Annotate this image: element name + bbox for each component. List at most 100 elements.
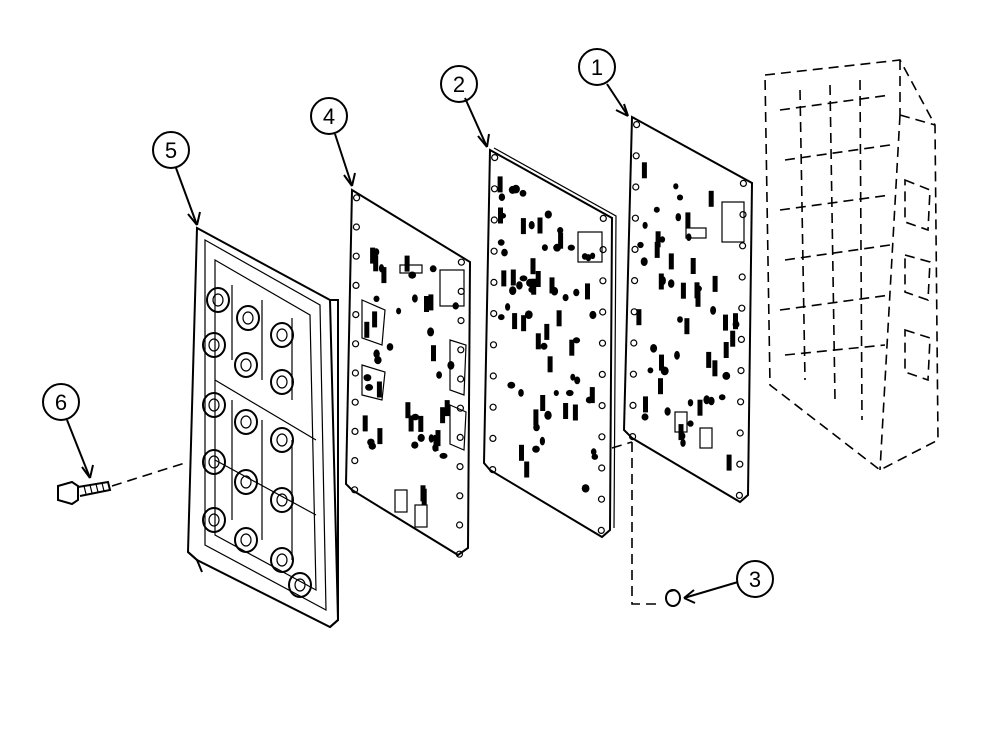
plate-hole (431, 345, 436, 362)
plate-hole (404, 255, 410, 272)
plate-hole (524, 461, 530, 478)
bolt-hole (629, 370, 638, 378)
plate-hole (408, 415, 414, 432)
cover-boss (270, 427, 294, 453)
plate-hole (641, 413, 649, 421)
cover-boss (202, 332, 226, 358)
bolt-hole (599, 246, 607, 254)
plate-hole (684, 318, 690, 335)
plate-hole (544, 210, 552, 219)
bolt-hole (456, 463, 464, 471)
plate-hole (674, 350, 680, 360)
valve-body (764, 59, 939, 471)
bolt-hole (628, 433, 637, 441)
plate-hole (507, 381, 516, 389)
separator-plate-2 (482, 147, 617, 539)
plate-hole (519, 444, 524, 461)
plate-hole (557, 227, 564, 234)
bolt-hole (737, 367, 745, 375)
plate-hole (518, 389, 524, 397)
plate-hole (643, 396, 648, 413)
cover-boss-bore (276, 328, 288, 342)
plate-hole (372, 311, 378, 328)
cover-boss-bore (240, 475, 252, 489)
plate-hole (687, 420, 694, 427)
plate-hole (550, 286, 559, 296)
bolt-hole (455, 550, 463, 558)
bolt-hole (490, 216, 498, 224)
bolt-hole (739, 211, 747, 219)
plate-hole (411, 413, 420, 421)
plate-hole (680, 282, 686, 299)
callout-1-label: 1 (591, 55, 603, 80)
bolt-hole (735, 491, 744, 499)
cover-boss (234, 352, 258, 378)
plate-hole (572, 337, 581, 344)
plate-hole (519, 275, 528, 282)
plate-hole (556, 310, 562, 327)
cover-boss-bore (208, 513, 220, 527)
plate-hole (386, 343, 394, 351)
bolt-hole (599, 277, 607, 285)
plate-hole (567, 244, 575, 251)
bolt-6 (57, 461, 189, 506)
plate-hole (712, 360, 718, 377)
plate-hole (373, 255, 379, 272)
plate-hole (528, 286, 536, 293)
plate-hole (378, 264, 385, 273)
plate-hole (528, 221, 535, 230)
bolt-hole (598, 464, 606, 472)
bolt-hole (597, 526, 605, 535)
bolt-hole (352, 340, 360, 348)
plate-hole (673, 183, 679, 190)
cover-boss-bore (240, 358, 252, 372)
plate-hole (581, 484, 590, 493)
plate-hole (641, 162, 647, 179)
bolt-hole (353, 194, 361, 202)
plate-hole (497, 239, 505, 246)
plate-hole (537, 217, 543, 234)
plate-hole (640, 257, 648, 266)
plate-hole (512, 313, 518, 330)
plate-hole (676, 194, 684, 201)
plate-hole (540, 395, 546, 411)
bolt-hole (456, 433, 464, 441)
plate-hole (497, 176, 503, 193)
plate-hole (712, 275, 718, 292)
bolt-hole (736, 398, 745, 406)
bolt-hole (456, 492, 464, 500)
plate-hole (655, 231, 661, 248)
plate-hole (532, 445, 540, 453)
bolt-hole (598, 370, 606, 378)
plate-hole (686, 233, 692, 241)
bolt-hole (351, 398, 359, 406)
bolt-hole (598, 402, 606, 410)
cover-boss-bore (276, 553, 288, 567)
plate-hole (658, 273, 664, 290)
bolt-hole (630, 308, 638, 316)
bolt-hole (739, 179, 748, 187)
plate-hole (531, 278, 537, 295)
bolt-hole (351, 457, 359, 465)
plate-hole (377, 428, 383, 445)
plate-hole (677, 316, 683, 323)
plate-hole (418, 415, 424, 432)
plate-hole (570, 373, 576, 381)
bolt-hole (352, 252, 360, 260)
plate-hole (429, 265, 437, 273)
plate-hole (535, 333, 541, 350)
plate-hole (553, 390, 559, 396)
plate-hole (654, 241, 660, 258)
plate-hole (694, 285, 702, 292)
bolt-hole (457, 375, 465, 383)
callout-3: 3 (736, 560, 774, 598)
plate-hole (675, 213, 682, 222)
cover-boss-bore (212, 293, 224, 307)
bolt-hole (629, 401, 637, 409)
plate-hole (364, 321, 370, 338)
plate-hole (428, 434, 434, 443)
plate-hole (591, 453, 599, 460)
cover-boss-bore (208, 338, 220, 352)
plate-hole (697, 399, 703, 416)
plate-hole (544, 410, 552, 420)
